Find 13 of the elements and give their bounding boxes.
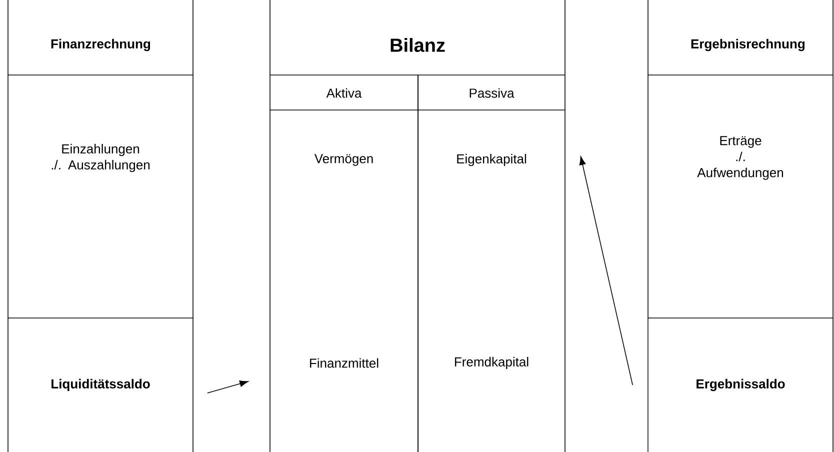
heading-cell: Finanzrechnung	[8, 0, 194, 76]
table-cell: Vermögen Finanzmittel	[270, 110, 418, 452]
table-cell: Passiva	[418, 74, 566, 110]
table-cell: Ergebnissaldo	[648, 318, 834, 452]
table-cell: Eigenkapital Fremdkapital	[455, 110, 566, 452]
arrow	[579, 156, 633, 386]
heading-cell: Ergebnisrechnung	[648, 0, 834, 76]
heading-cell: Bilanz	[270, 0, 566, 76]
table-cell: Einzahlungen ./. Auszahlungen	[8, 74, 194, 318]
table-cell: Aktiva	[270, 74, 418, 110]
arrow	[207, 380, 248, 394]
table-cell: Erträge ./. Aufwendungen	[648, 74, 834, 318]
table-cell: Liquiditätssaldo	[8, 318, 194, 452]
